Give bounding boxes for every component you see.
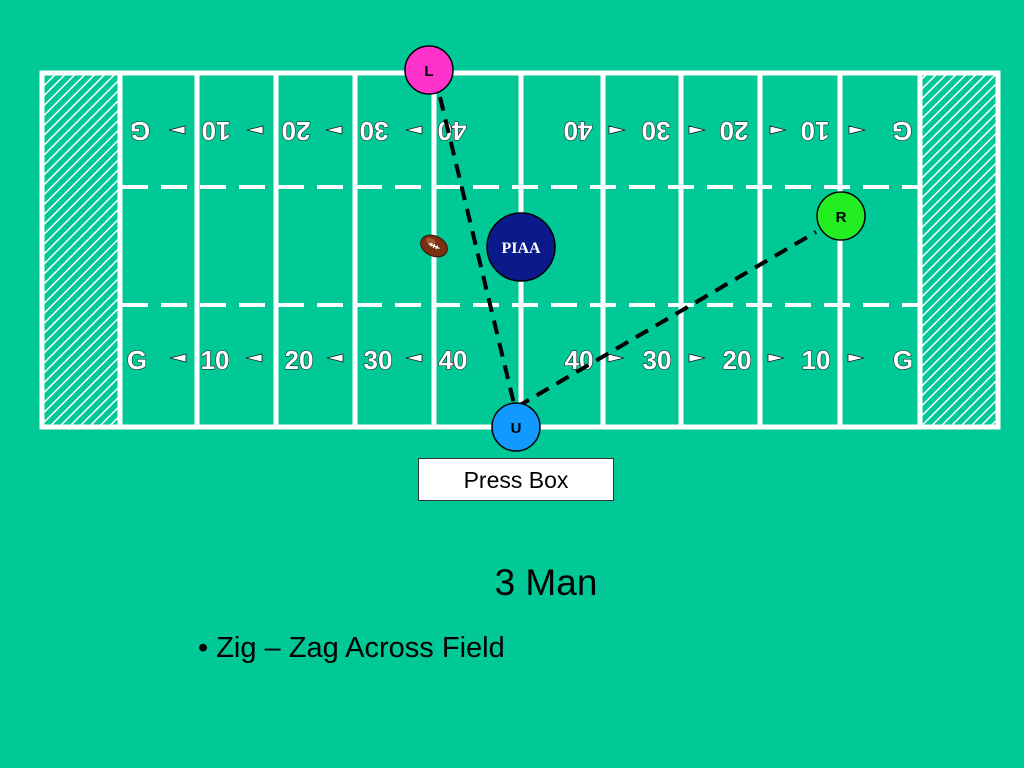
direction-arrows-top xyxy=(168,125,866,135)
yard-number-top: 10 xyxy=(202,116,231,146)
yard-number-top: 20 xyxy=(282,116,311,146)
direction-arrow xyxy=(688,353,706,363)
logo-text: PIAA xyxy=(501,240,541,257)
yard-labels-top: G 10 20 30 40 40 30 20 10 G xyxy=(129,115,912,146)
direction-arrow xyxy=(847,353,865,363)
direction-arrow xyxy=(168,125,186,135)
yard-number-bottom: 30 xyxy=(364,345,393,375)
official-u-marker: U xyxy=(491,402,541,452)
left-end-zone xyxy=(40,71,122,429)
direction-arrow xyxy=(405,125,423,135)
yard-number-top: 30 xyxy=(360,116,389,146)
yard-number-bottom: 30 xyxy=(643,345,672,375)
yard-number-top: G xyxy=(130,116,150,146)
direction-arrow xyxy=(767,353,785,363)
official-u-label: U xyxy=(511,420,522,437)
direction-arrow xyxy=(169,353,187,363)
direction-arrow xyxy=(325,125,343,135)
official-r-label: R xyxy=(836,209,847,226)
direction-arrow xyxy=(608,125,626,135)
yard-number-top: 10 xyxy=(801,116,830,146)
yard-number-bottom: 20 xyxy=(285,345,314,375)
yard-number-top: 40 xyxy=(564,116,593,146)
yard-number-top: 40 xyxy=(438,116,467,146)
piaa-logo: PIAA xyxy=(486,212,556,282)
yard-number-bottom: 20 xyxy=(723,345,752,375)
bullet-item: • Zig – Zag Across Field xyxy=(198,632,505,664)
press-box: Press Box xyxy=(418,458,614,501)
direction-arrow xyxy=(607,353,625,363)
official-r-marker: R xyxy=(816,191,866,241)
yard-number-bottom: 40 xyxy=(439,345,468,375)
slide-title: 3 Man xyxy=(494,562,598,603)
direction-arrow xyxy=(246,125,264,135)
yard-number-bottom: 10 xyxy=(802,345,831,375)
football-icon xyxy=(420,234,448,258)
direction-arrow xyxy=(769,125,787,135)
official-l-label: L xyxy=(424,63,433,80)
direction-arrow xyxy=(405,353,423,363)
direction-arrows-bottom xyxy=(169,353,865,363)
yard-number-bottom: G xyxy=(127,345,147,375)
yard-number-top: 20 xyxy=(720,116,749,146)
yard-number-top: G xyxy=(892,116,912,146)
yard-number-bottom: 10 xyxy=(201,345,230,375)
direction-arrow xyxy=(245,353,263,363)
right-end-zone xyxy=(918,71,1000,429)
direction-arrow xyxy=(848,125,866,135)
direction-arrow xyxy=(688,125,706,135)
official-l-marker: L xyxy=(404,45,454,95)
yard-number-bottom: G xyxy=(893,345,913,375)
yard-number-top: 30 xyxy=(642,116,671,146)
zig-zag-path xyxy=(438,96,818,412)
yard-lines xyxy=(117,73,923,427)
direction-arrow xyxy=(326,353,344,363)
